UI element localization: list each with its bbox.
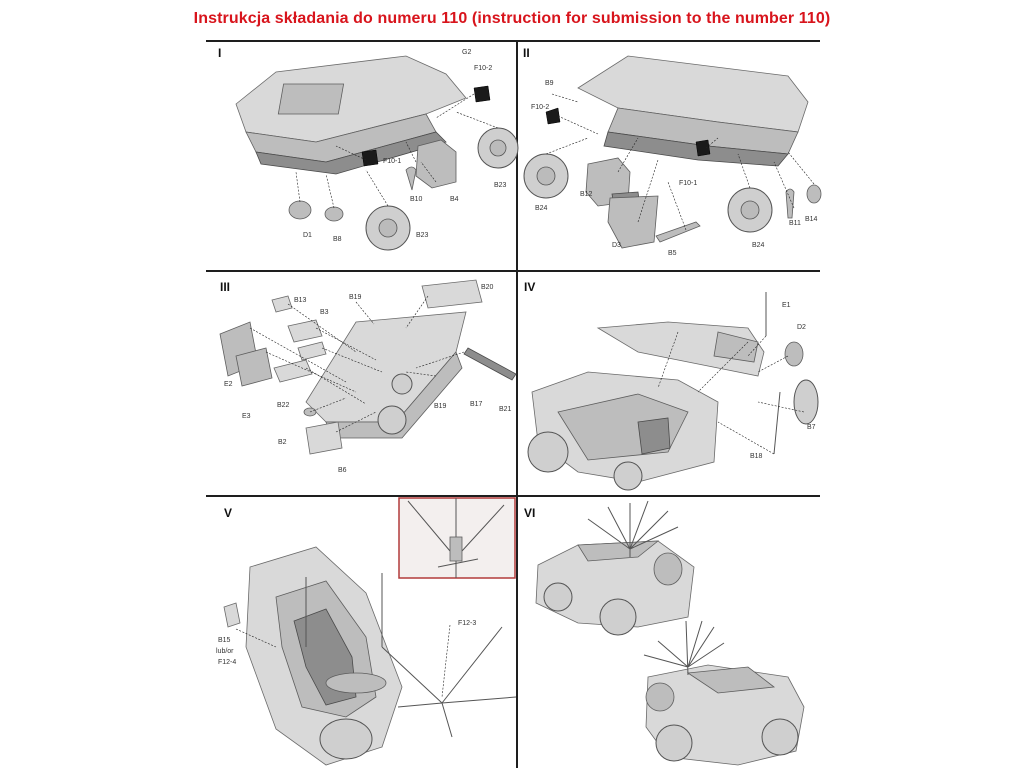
step-label-v: V — [224, 506, 233, 520]
label-b9: B9 — [545, 80, 554, 87]
label-g2: G2 — [462, 49, 472, 56]
label-b6: B6 — [338, 467, 347, 474]
label-b12: B12 — [580, 191, 593, 198]
row-divider-1 — [206, 270, 820, 272]
label-e3: E3 — [242, 413, 251, 420]
label-f10-2: F10-2 — [474, 65, 493, 72]
panel-i-drawing — [235, 55, 519, 251]
step-label-i: I — [218, 46, 222, 60]
label-f12-3: F12-3 — [458, 620, 477, 627]
label-e1: E1 — [782, 302, 791, 309]
step-label-vi: VI — [524, 506, 536, 520]
label-b8: B8 — [333, 236, 342, 243]
panel-iii-drawing — [219, 279, 517, 455]
label-b11: B11 — [789, 220, 801, 227]
panel-vi-drawing — [535, 500, 805, 766]
label-b22: B22 — [277, 402, 290, 409]
label-b23-bottom: B23 — [416, 232, 429, 239]
step-label-ii: II — [523, 46, 530, 60]
label-b19-top: B19 — [349, 294, 362, 301]
label-f12-4: F12-4 — [218, 659, 237, 666]
panel-ii-drawing — [523, 55, 822, 249]
label-d2: D2 — [797, 324, 806, 331]
label-b13: B13 — [294, 297, 307, 304]
label-f10-2-ii: F10-2 — [531, 104, 550, 111]
label-d1: D1 — [303, 232, 312, 239]
label-b20: B20 — [481, 284, 494, 291]
label-b10: B10 — [410, 196, 423, 203]
label-f10-1: F10-1 — [383, 158, 402, 165]
step-label-iii: III — [220, 280, 231, 294]
zoom-inset — [398, 497, 516, 579]
label-b18: B18 — [750, 453, 763, 460]
label-b21: B21 — [499, 406, 512, 413]
label-b2: B2 — [278, 439, 287, 446]
column-divider — [516, 40, 518, 768]
label-b14: B14 — [805, 216, 818, 223]
label-b15: B15 — [218, 637, 231, 644]
label-b23-right: B23 — [494, 182, 507, 189]
label-b7: B7 — [807, 424, 816, 431]
label-b5: B5 — [668, 250, 677, 257]
label-b17: B17 — [470, 401, 483, 408]
label-b24-left: B24 — [535, 205, 548, 212]
label-b3: B3 — [320, 309, 329, 316]
label-f10-1-ii: F10-1 — [679, 180, 698, 187]
label-e2: E2 — [224, 381, 233, 388]
panel-iv-drawing — [527, 292, 819, 491]
row-divider-2 — [206, 495, 820, 497]
page-title: Instrukcja składania do numeru 110 (inst… — [193, 10, 831, 27]
label-d3: D3 — [612, 242, 621, 249]
label-b24-right: B24 — [752, 242, 765, 249]
label-b4: B4 — [450, 196, 459, 203]
step-label-iv: IV — [524, 280, 536, 294]
label-b19-bottom: B19 — [434, 403, 447, 410]
panel-v-drawing — [223, 546, 517, 766]
label-lub-or: lub/or — [216, 648, 234, 655]
top-rule — [206, 40, 820, 42]
